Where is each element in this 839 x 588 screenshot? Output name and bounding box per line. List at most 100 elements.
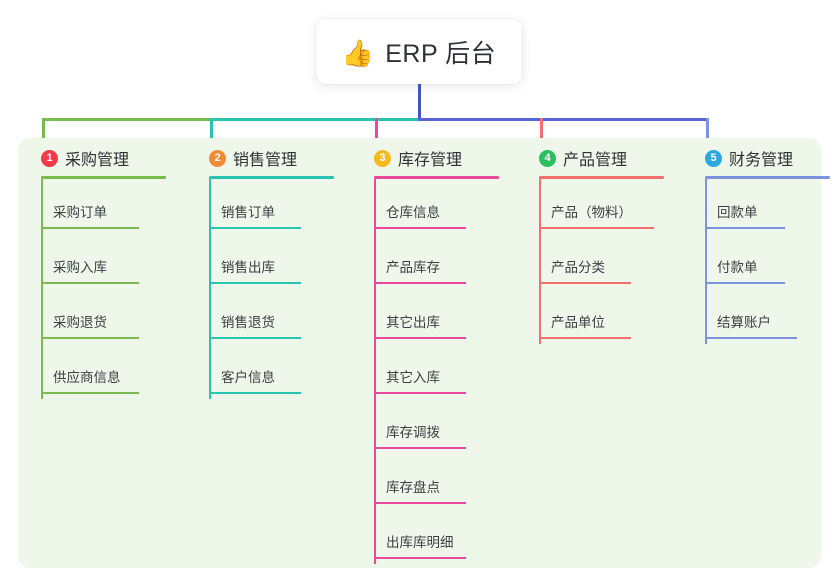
branch-item-label: 产品分类 bbox=[551, 260, 605, 275]
branch-header[interactable]: 5 财务管理 bbox=[684, 146, 830, 170]
root-node[interactable]: 👍 ERP 后台 bbox=[316, 19, 522, 84]
branch-item-label: 结算账户 bbox=[717, 315, 771, 330]
connector-segment bbox=[42, 118, 210, 121]
branch-column: 3 库存管理仓库信息产品库存其它出库其它入库库存调拨库存盘点出库库明细 bbox=[353, 146, 499, 564]
branch-item-underline bbox=[41, 282, 139, 284]
branch-item[interactable]: 产品库存 bbox=[353, 234, 499, 289]
branch-underline bbox=[705, 176, 830, 179]
branch-item-underline bbox=[705, 282, 785, 284]
branch-item-underline bbox=[705, 227, 785, 229]
branch-item[interactable]: 产品分类 bbox=[518, 234, 664, 289]
branch-item[interactable]: 付款单 bbox=[684, 234, 830, 289]
branch-header[interactable]: 1 采购管理 bbox=[20, 146, 166, 170]
branch-item-label: 其它入库 bbox=[386, 370, 440, 385]
branch-item-label: 其它出库 bbox=[386, 315, 440, 330]
branch-item[interactable]: 采购退货 bbox=[20, 289, 166, 344]
branch-item-underline bbox=[539, 227, 654, 229]
branch-item[interactable]: 库存调拨 bbox=[353, 399, 499, 454]
branch-item[interactable]: 销售订单 bbox=[188, 179, 334, 234]
branch-column: 4 产品管理产品（物料） 产品分类产品单位 bbox=[518, 146, 664, 344]
branch-item[interactable]: 采购入库 bbox=[20, 234, 166, 289]
branch-item-underline bbox=[374, 227, 466, 229]
branch-item[interactable]: 仓库信息 bbox=[353, 179, 499, 234]
branch-item[interactable]: 其它入库 bbox=[353, 344, 499, 399]
branch-item-label: 销售订单 bbox=[221, 205, 275, 220]
branch-title: 产品管理 bbox=[563, 152, 628, 169]
branch-column: 1 采购管理采购订单采购入库采购退货供应商信息 bbox=[20, 146, 166, 399]
branch-item-label: 采购入库 bbox=[53, 260, 107, 275]
root-node-title: ERP 后台 bbox=[385, 39, 497, 68]
branch-header[interactable]: 4 产品管理 bbox=[518, 146, 664, 170]
branch-underline bbox=[41, 176, 166, 179]
branch-item-label: 销售退货 bbox=[221, 315, 275, 330]
branch-title: 财务管理 bbox=[729, 152, 794, 169]
branch-item[interactable]: 产品（物料） bbox=[518, 179, 664, 234]
root-trunk-line bbox=[418, 84, 421, 121]
branch-item-underline bbox=[41, 337, 139, 339]
branch-item-underline bbox=[374, 502, 466, 504]
branch-item[interactable]: 销售出库 bbox=[188, 234, 334, 289]
branch-items: 销售订单销售出库销售退货客户信息 bbox=[188, 179, 334, 399]
branch-item-underline bbox=[41, 392, 139, 394]
branch-item-underline bbox=[209, 227, 301, 229]
branch-item-underline bbox=[374, 392, 466, 394]
branch-item[interactable]: 出库库明细 bbox=[353, 509, 499, 564]
branch-item[interactable]: 其它出库 bbox=[353, 289, 499, 344]
branch-item-underline bbox=[374, 282, 466, 284]
branch-item-underline bbox=[539, 337, 631, 339]
branch-item-underline bbox=[705, 337, 797, 339]
branch-title: 库存管理 bbox=[398, 152, 463, 169]
branch-item-label: 产品单位 bbox=[551, 315, 605, 330]
branch-number-badge: 1 bbox=[41, 149, 58, 167]
branch-item-label: 仓库信息 bbox=[386, 205, 440, 220]
branch-item-label: 产品（物料） bbox=[551, 205, 632, 220]
branch-column: 2 销售管理销售订单销售出库销售退货客户信息 bbox=[188, 146, 334, 399]
thumbs-up-icon: 👍 bbox=[341, 37, 375, 68]
branch-number-badge: 3 bbox=[374, 149, 391, 167]
branch-item-underline bbox=[539, 282, 631, 284]
branch-column: 5 财务管理回款单付款单结算账户 bbox=[684, 146, 830, 344]
branch-item-label: 客户信息 bbox=[221, 370, 275, 385]
branch-spine bbox=[41, 179, 43, 399]
branch-underline bbox=[209, 176, 334, 179]
branch-item-underline bbox=[209, 392, 301, 394]
branch-item-label: 库存调拨 bbox=[386, 425, 440, 440]
branches-panel bbox=[18, 138, 821, 568]
branch-spine bbox=[705, 179, 707, 344]
branch-number-badge: 5 bbox=[705, 149, 722, 167]
branch-item-underline bbox=[374, 447, 466, 449]
branch-item-label: 出库库明细 bbox=[386, 535, 454, 550]
branch-item-label: 采购退货 bbox=[53, 315, 107, 330]
branch-items: 仓库信息产品库存其它出库其它入库库存调拨库存盘点出库库明细 bbox=[353, 179, 499, 564]
connector-segment bbox=[210, 118, 418, 121]
branch-item[interactable]: 采购订单 bbox=[20, 179, 166, 234]
branch-items: 采购订单采购入库采购退货供应商信息 bbox=[20, 179, 166, 399]
branch-item[interactable]: 供应商信息 bbox=[20, 344, 166, 399]
branch-header[interactable]: 3 库存管理 bbox=[353, 146, 499, 170]
branch-item-label: 库存盘点 bbox=[386, 480, 440, 495]
branch-item[interactable]: 回款单 bbox=[684, 179, 830, 234]
branch-item-underline bbox=[41, 227, 139, 229]
branch-item-label: 产品库存 bbox=[386, 260, 440, 275]
branch-header[interactable]: 2 销售管理 bbox=[188, 146, 334, 170]
branch-item-label: 销售出库 bbox=[221, 260, 275, 275]
connector-segment bbox=[418, 118, 709, 121]
branch-title: 采购管理 bbox=[65, 152, 130, 169]
branch-item[interactable]: 销售退货 bbox=[188, 289, 334, 344]
branch-item-label: 回款单 bbox=[717, 205, 758, 220]
branch-title: 销售管理 bbox=[233, 152, 298, 169]
branch-item-label: 供应商信息 bbox=[53, 370, 121, 385]
branch-item[interactable]: 产品单位 bbox=[518, 289, 664, 344]
branch-item[interactable]: 库存盘点 bbox=[353, 454, 499, 509]
branch-item-label: 付款单 bbox=[717, 260, 758, 275]
branch-underline bbox=[539, 176, 664, 179]
branch-item-underline bbox=[374, 337, 466, 339]
branch-spine bbox=[374, 179, 376, 564]
branch-item[interactable]: 客户信息 bbox=[188, 344, 334, 399]
branch-number-badge: 2 bbox=[209, 149, 226, 167]
branch-item[interactable]: 结算账户 bbox=[684, 289, 830, 344]
branch-items: 产品（物料） 产品分类产品单位 bbox=[518, 179, 664, 344]
branch-number-badge: 4 bbox=[539, 149, 556, 167]
branch-spine bbox=[209, 179, 211, 399]
